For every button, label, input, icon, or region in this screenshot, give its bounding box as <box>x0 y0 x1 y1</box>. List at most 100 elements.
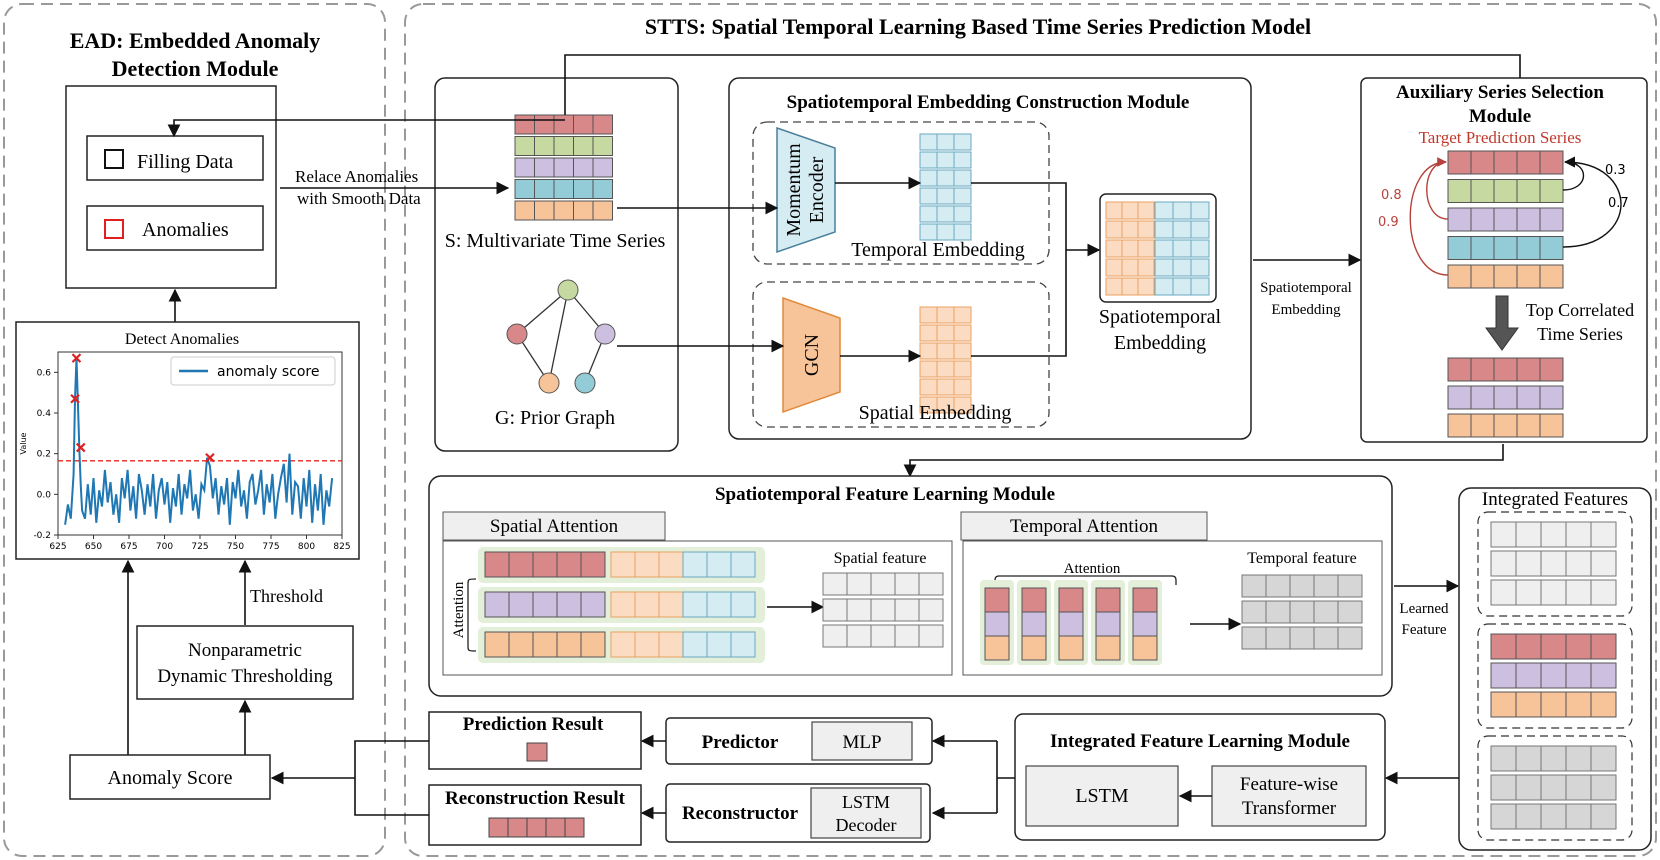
spatial-emb-cell <box>919 360 938 378</box>
integrated-spatial-cell <box>1565 521 1592 548</box>
spatial-attn-temporal-cell <box>682 551 708 578</box>
anomaly-marker <box>205 452 215 463</box>
loop-09 <box>1409 161 1449 276</box>
mts-row-4-cell <box>592 200 613 221</box>
st-emb-orange-cell <box>1137 239 1155 258</box>
aux-row-0-cell <box>1470 150 1495 175</box>
temporal-attn-cell <box>1095 611 1121 637</box>
spatial-attn-series-cell <box>508 591 534 618</box>
spatial-attn-spatial-cell <box>634 631 660 658</box>
st-embedding-label-1: Spatiotemporal <box>1099 306 1222 328</box>
top-corr-label-1: Top Correlated <box>1526 300 1634 320</box>
y-axis-label: Value <box>19 432 28 454</box>
weight-08: 0.8 <box>1381 188 1402 203</box>
spatial-emb-cell <box>919 378 938 396</box>
temporal-feature-cell <box>1313 600 1339 624</box>
integrated-temporal-cell <box>1590 803 1617 830</box>
spatial-attn-series-cell <box>532 631 558 658</box>
temporal-attn-cell <box>1132 587 1158 613</box>
temporal-feature-cell <box>1265 574 1291 598</box>
stts-title: STTS: Spatial Temporal Learning Based Ti… <box>645 14 1311 39</box>
st-emb-blue-cell <box>1154 239 1174 258</box>
st-emb-orange-cell <box>1121 277 1139 296</box>
aux-row-2-cell <box>1470 207 1495 232</box>
temporal-embedding-grid <box>919 133 972 241</box>
spatial-attn-series-cell <box>532 591 558 618</box>
replace-label-2: with Smooth Data <box>297 189 421 208</box>
nonparam-label-2: Dynamic Thresholding <box>157 666 333 687</box>
graph-node-green <box>557 279 579 301</box>
mts-row-2-cell <box>514 157 535 178</box>
anomaly-marker <box>75 442 86 453</box>
temporal-attn-cell <box>1132 635 1158 661</box>
spatial-emb-cell <box>919 342 938 360</box>
legend-label: anomaly score <box>217 364 319 380</box>
temporal-attn-cell <box>984 611 1010 637</box>
temporal-emb-cell <box>953 151 972 169</box>
spatial-attn-spatial-cell <box>634 551 660 578</box>
spatial-emb-cell <box>953 378 972 396</box>
x-tick-label: 675 <box>120 542 137 552</box>
temporal-feature-cell <box>1289 626 1315 650</box>
top-corr-label-2: Time Series <box>1537 324 1623 344</box>
spatial-emb-cell <box>936 324 955 342</box>
spatial-attn-temporal-cell <box>682 591 708 618</box>
lstm-label: LSTM <box>1075 785 1129 807</box>
integrated-temporal-cell <box>1540 745 1567 772</box>
x-tick-label: 775 <box>262 542 279 552</box>
prediction-result-label: Prediction Result <box>463 714 604 735</box>
spatial-attn-spatial-cell <box>634 591 660 618</box>
integrated-series-cell <box>1490 633 1517 660</box>
lstm-decoder-label-1: LSTM <box>842 792 890 812</box>
aux-row-1-cell <box>1516 179 1541 203</box>
temporal-feature-cell <box>1265 600 1291 624</box>
st-emb-blue-cell <box>1154 201 1174 220</box>
mts-row-1-cell <box>534 136 555 156</box>
mts-grid <box>514 114 613 221</box>
spatial-feature-cell <box>846 572 872 596</box>
x-tick-label: 825 <box>333 542 350 552</box>
spatial-emb-cell <box>936 360 955 378</box>
aux-row-2-cell <box>1516 207 1541 232</box>
integrated-temporal-cell <box>1490 803 1517 830</box>
graph-node-red <box>506 323 528 345</box>
st-arrow-label-2: Embedding <box>1271 302 1341 318</box>
spatial-emb-cell <box>936 378 955 396</box>
temporal-emb-cell <box>919 169 938 187</box>
temporal-emb-cell <box>953 223 972 241</box>
spatial-feature-cell <box>822 598 848 622</box>
spatial-feature-cell <box>822 624 848 648</box>
weight-09: 0.9 <box>1378 215 1399 230</box>
temporal-attention-tab <box>960 511 1208 541</box>
temporal-feature-cell <box>1313 626 1339 650</box>
temporal-feature-cell <box>1241 574 1267 598</box>
spatial-attn-temporal-cell <box>706 631 732 658</box>
temporal-attn-cell <box>1058 587 1084 613</box>
anomalies-label: Anomalies <box>142 219 229 241</box>
integrated-series-cell <box>1565 633 1592 660</box>
integrated-spatial-cell <box>1565 579 1592 606</box>
st-emb-orange-cell <box>1121 220 1139 239</box>
aux-row-3-cell <box>1493 236 1518 260</box>
temporal-emb-cell <box>936 169 955 187</box>
replace-label-1: Relace Anomalies <box>295 167 418 186</box>
spatial-attn-series-cell <box>484 631 510 658</box>
spatial-attn-series-cell <box>508 631 534 658</box>
mts-row-3-cell <box>534 179 555 199</box>
aux-row-0-cell <box>1539 150 1564 175</box>
temporal-emb-cell <box>936 223 955 241</box>
top-corr-row-0-cell <box>1516 357 1541 382</box>
chart-title: Detect Anomalies <box>125 331 239 348</box>
mts-row-1-cell <box>514 136 535 156</box>
spatial-feature-cell <box>918 598 944 622</box>
temporal-attn-cell <box>1095 587 1121 613</box>
embed-module-title: Spatiotemporal Embedding Construction Mo… <box>787 92 1190 113</box>
temporal-feature-cell <box>1337 574 1363 598</box>
spatial-sub-box <box>752 281 1050 428</box>
integrated-group-1 <box>1477 511 1633 617</box>
top-corr-row-1-cell <box>1516 385 1541 410</box>
integrated-spatial-cell <box>1590 521 1617 548</box>
spatial-attn-temporal-cell <box>730 551 756 578</box>
mts-row-1-cell <box>553 136 574 156</box>
